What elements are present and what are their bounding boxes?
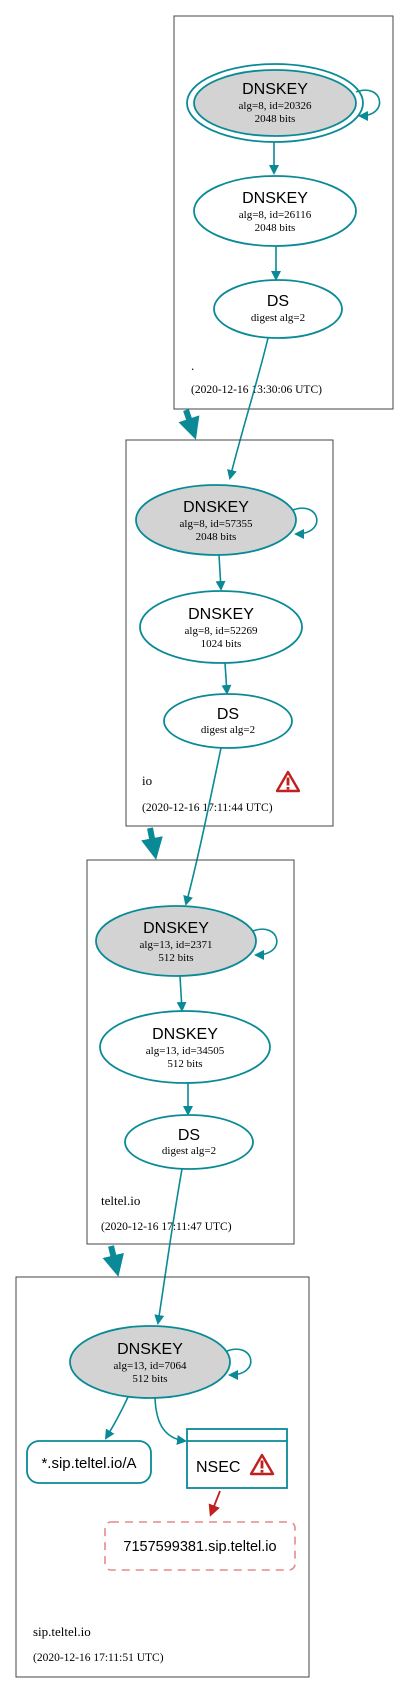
ds-to-dnskey-edge — [183, 747, 222, 906]
self-sign-edge — [252, 928, 278, 960]
node-type: DS — [267, 293, 289, 310]
node-type: DNSKEY — [143, 920, 209, 937]
zone-teltel-io: teltel.io (2020-12-16 17:11:47 UTC) DNSK… — [86, 859, 295, 1245]
zone-name: io — [142, 773, 152, 788]
ds-node[interactable]: DS digest alg=2 — [163, 693, 293, 749]
node-detail: alg=13, id=2371 — [140, 939, 213, 951]
node-type: DNSKEY — [188, 606, 254, 623]
ds-node[interactable]: DS digest alg=2 — [213, 279, 343, 339]
warning-icon[interactable] — [249, 1453, 275, 1476]
node-detail: digest alg=2 — [251, 312, 305, 324]
delegation-arrow — [141, 827, 163, 860]
dnskey-node[interactable]: DNSKEY alg=13, id=34505 512 bits — [99, 1010, 271, 1084]
ds-to-dnskey-edge — [227, 337, 269, 480]
node-type: DNSKEY — [242, 190, 308, 207]
rrset-node[interactable]: *.sip.teltel.io/A — [26, 1440, 152, 1484]
nsec-node[interactable]: NSEC — [186, 1428, 288, 1489]
sign-edge — [221, 662, 232, 695]
node-type: DNSKEY — [183, 499, 249, 516]
zone-timestamp: (2020-12-16 17:11:47 UTC) — [101, 1221, 232, 1233]
sign-edge — [104, 1396, 129, 1440]
dnskey-node[interactable]: DNSKEY alg=8, id=26116 2048 bits — [193, 175, 357, 247]
ds-to-dnskey-edge — [154, 1168, 183, 1325]
node-detail: alg=8, id=57355 — [180, 518, 253, 530]
node-type: DNSKEY — [152, 1026, 218, 1043]
sign-edge — [154, 1397, 187, 1445]
node-label: NSEC — [196, 1459, 240, 1476]
node-size: 2048 bits — [255, 113, 296, 125]
nonexistent-name-node[interactable]: 7157599381.sip.teltel.io — [104, 1521, 296, 1571]
zone-name: . — [191, 358, 194, 373]
zone-timestamp: (2020-12-16 17:11:51 UTC) — [33, 1652, 164, 1664]
node-type: DNSKEY — [242, 81, 308, 98]
dnskey-node[interactable]: DNSKEY alg=8, id=20326 2048 bits — [186, 63, 364, 143]
zone-name: teltel.io — [101, 1193, 140, 1208]
node-label: *.sip.teltel.io/A — [41, 1455, 136, 1472]
dnskey-node[interactable]: DNSKEY alg=8, id=57355 2048 bits — [135, 484, 297, 556]
node-detail: digest alg=2 — [201, 724, 255, 736]
node-type: DS — [178, 1127, 200, 1144]
self-sign-edge — [355, 89, 381, 121]
node-detail: alg=13, id=34505 — [146, 1045, 225, 1057]
node-size: 512 bits — [167, 1058, 202, 1070]
sign-edge — [176, 975, 187, 1012]
node-label: 7157599381.sip.teltel.io — [123, 1539, 276, 1555]
node-type: DS — [217, 706, 239, 723]
sign-edge — [215, 554, 226, 591]
zone-sip-teltel-io: sip.teltel.io (2020-12-16 17:11:51 UTC) … — [15, 1276, 310, 1678]
delegation-arrow — [178, 409, 200, 440]
zone-timestamp: (2020-12-16 17:11:44 UTC) — [142, 802, 273, 814]
dnskey-node[interactable]: DNSKEY alg=13, id=2371 512 bits — [95, 905, 257, 977]
node-size: 512 bits — [132, 1373, 167, 1385]
node-detail: alg=8, id=20326 — [239, 100, 312, 112]
node-size: 2048 bits — [255, 222, 296, 234]
node-size: 512 bits — [158, 952, 193, 964]
nsec-proof-edge — [208, 1490, 221, 1517]
zone-name: sip.teltel.io — [33, 1624, 91, 1639]
node-size: 2048 bits — [196, 531, 237, 543]
delegation-arrow — [102, 1245, 124, 1277]
node-detail: alg=13, id=7064 — [114, 1360, 187, 1372]
node-detail: alg=8, id=26116 — [239, 209, 312, 221]
self-sign-edge — [226, 1348, 252, 1380]
node-detail: digest alg=2 — [162, 1145, 216, 1157]
zone-io: io (2020-12-16 17:11:44 UTC) DNSKEY alg=… — [125, 439, 334, 827]
warning-icon[interactable] — [275, 770, 301, 793]
zone-root: . (2020-12-16 13:30:06 UTC) DNSKEY alg=8… — [173, 15, 394, 410]
dnskey-node[interactable]: DNSKEY alg=13, id=7064 512 bits — [69, 1325, 231, 1399]
node-detail: alg=8, id=52269 — [185, 625, 258, 637]
ds-node[interactable]: DS digest alg=2 — [124, 1114, 254, 1170]
node-type: DNSKEY — [117, 1341, 183, 1358]
self-sign-edge — [292, 507, 318, 539]
zone-timestamp: (2020-12-16 13:30:06 UTC) — [191, 384, 322, 396]
node-size: 1024 bits — [201, 638, 242, 650]
dnskey-node[interactable]: DNSKEY alg=8, id=52269 1024 bits — [139, 590, 303, 664]
